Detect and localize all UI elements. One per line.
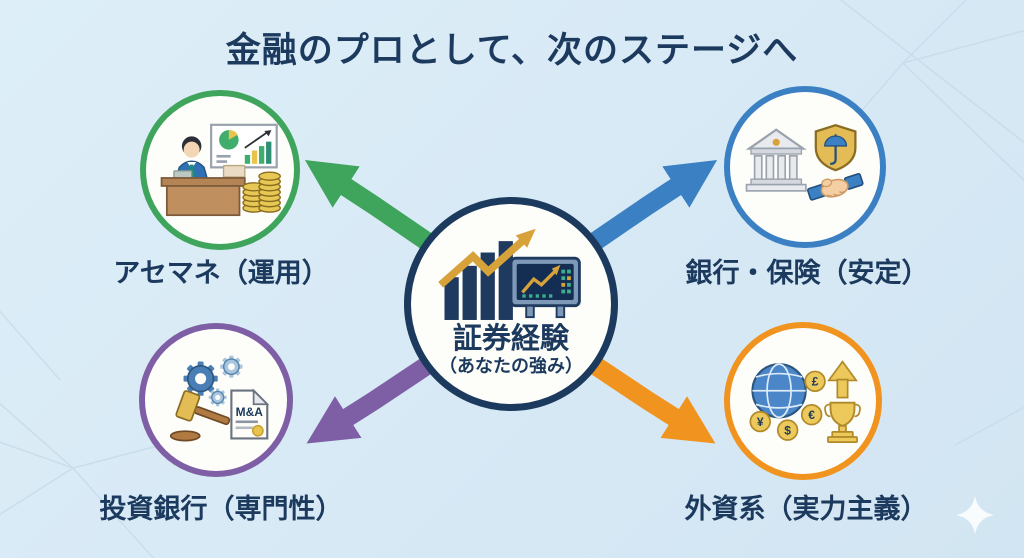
- gears-gavel-ma-document-icon: M&A: [169, 355, 270, 442]
- page-title: 金融のプロとして、次のステージへ: [225, 31, 799, 70]
- currency-yen-label: ¥: [756, 415, 763, 429]
- label-asset-management: アセマネ（運用）: [113, 258, 329, 288]
- bank-umbrella-shield-handshake-icon: [745, 123, 864, 201]
- node-foreign-firm: £ ¥ $ €: [724, 322, 882, 480]
- center-node-label: 証券経験: [452, 323, 569, 355]
- label-foreign-firm: 外資系（実力主義）: [684, 494, 928, 524]
- node-bank-insurance: [724, 86, 886, 248]
- sparkle-icon: [956, 496, 994, 534]
- label-bank-insurance: 銀行・保険（安定）: [685, 258, 929, 288]
- stock-chart-growth-monitor-icon: [438, 228, 581, 320]
- globe-currencies-trophy-icon: £ ¥ $ €: [749, 360, 861, 443]
- arrow-to-investment-bank: [306, 354, 438, 444]
- center-node-sublabel: （あなたの強み）: [439, 355, 583, 376]
- currency-euro-label: €: [808, 408, 815, 422]
- arrow-to-foreign-firm: [584, 354, 716, 444]
- fund-manager-desk-coins-icon: [160, 123, 281, 217]
- node-asset-management: [140, 90, 300, 250]
- currency-dollar-label: $: [784, 423, 791, 437]
- ma-document-label: M&A: [236, 405, 264, 419]
- arrow-to-asset-management: [304, 159, 438, 253]
- arrow-to-bank-insurance: [584, 159, 718, 253]
- node-investment-bank: M&A: [139, 323, 293, 477]
- currency-pound-label: £: [811, 375, 818, 389]
- center-node-securities-experience: 証券経験 （あなたの強み）: [404, 197, 618, 411]
- label-investment-bank: 投資銀行（専門性）: [99, 494, 343, 524]
